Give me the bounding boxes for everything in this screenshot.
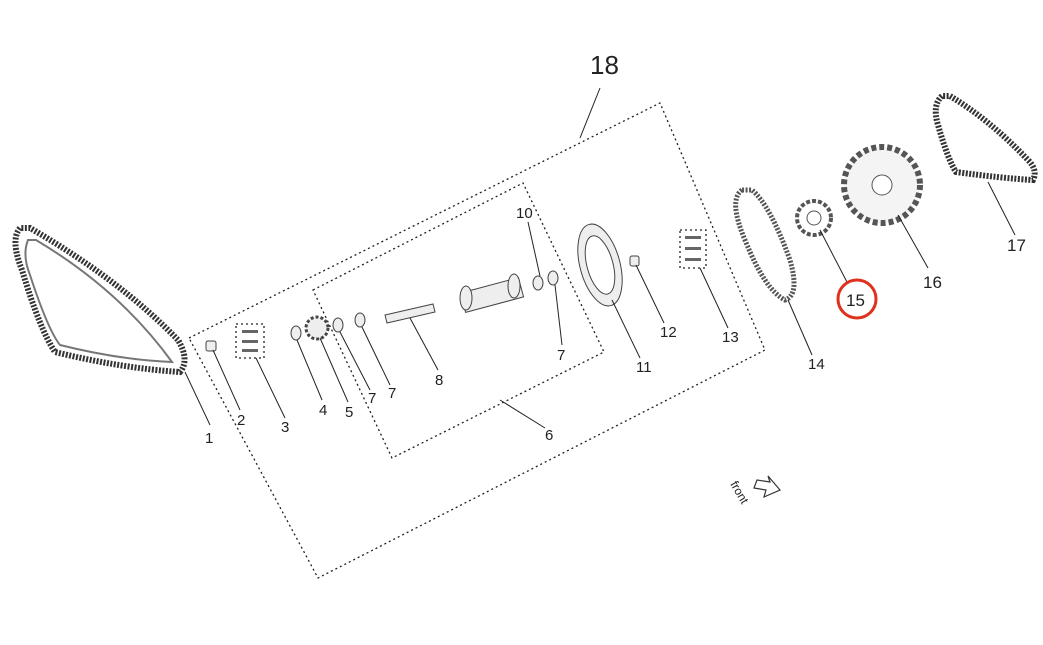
label-5: 5 — [345, 404, 353, 421]
label-1: 1 — [205, 430, 213, 447]
label-16: 16 — [923, 273, 942, 292]
front-label: front — [727, 479, 751, 507]
label-7b: 7 — [388, 385, 396, 402]
label-13: 13 — [722, 329, 739, 346]
bolts-part-13 — [679, 229, 707, 269]
label-3: 3 — [281, 419, 289, 436]
hub-part — [459, 273, 525, 314]
belt — [733, 187, 797, 303]
chain-right — [932, 93, 1038, 184]
bolt-icons-3 — [242, 330, 258, 352]
label-7a: 7 — [368, 390, 376, 407]
label-18: 18 — [590, 50, 619, 80]
label-11: 11 — [636, 359, 652, 376]
bearing-part-10 — [532, 275, 544, 291]
label-2: 2 — [237, 412, 245, 429]
spacer-part-12 — [629, 255, 640, 267]
rear-sprocket-part-16 — [841, 144, 923, 226]
front-indicator: front — [727, 475, 781, 507]
leader-lines — [184, 87, 1016, 429]
highlight-circle — [836, 278, 878, 320]
sprocket-part-5 — [304, 315, 330, 341]
label-8: 8 — [435, 372, 443, 389]
label-15[interactable]: 15 — [846, 291, 865, 310]
bearing-part-7a — [332, 317, 344, 333]
pulley-part-11 — [577, 223, 623, 307]
chain-left — [12, 225, 188, 376]
label-6: 6 — [545, 427, 553, 444]
label-10: 10 — [516, 205, 533, 222]
front-arrow-icon — [753, 475, 781, 499]
axle-part-8 — [384, 303, 436, 324]
bolts-part-3 — [235, 323, 265, 359]
label-17: 17 — [1007, 236, 1026, 255]
bolt-icons-13 — [685, 236, 701, 261]
front-sprocket-part-15 — [795, 199, 833, 237]
assembly-box-18 — [188, 102, 766, 579]
label-14: 14 — [808, 356, 825, 373]
label-7c: 7 — [557, 347, 565, 364]
bearing-part-4 — [290, 325, 302, 341]
label-4: 4 — [319, 402, 327, 419]
bearing-part-7c — [547, 270, 559, 286]
spacer-part-2 — [205, 340, 217, 352]
label-12: 12 — [660, 324, 677, 341]
bearing-part-7b — [354, 312, 366, 328]
